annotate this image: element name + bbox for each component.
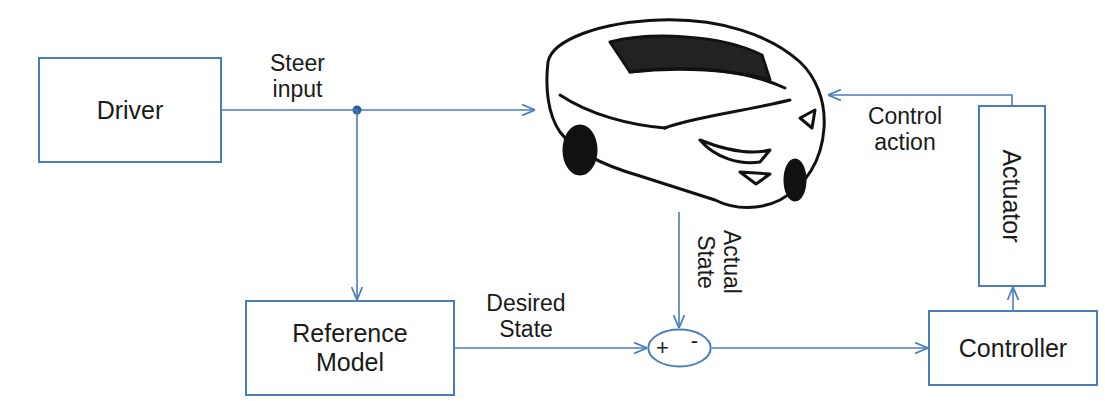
signal-label: Control action [845,103,965,156]
signal-arrow [455,347,647,349]
process-box: Reference Model [245,300,455,396]
car-body [547,20,824,208]
signal-label: Steer input [250,50,345,103]
signal-line [678,212,680,328]
car-fender-line [665,100,790,128]
car-side-line [560,95,665,128]
junction-sign: + [656,335,669,360]
car-emblem [740,172,770,184]
signal-label: Desired State [476,290,576,343]
signal-line [357,109,535,111]
signal-arrow [712,347,928,349]
summing-junction: +- [647,328,712,368]
car-windshield [610,36,770,80]
box-label: Controller [959,334,1067,363]
process-box: Controller [928,310,1098,386]
box-label: Actuator [998,149,1027,242]
car-hood-line [630,69,785,88]
signal-arrow [1012,287,1014,310]
signal-arrow [222,110,357,300]
process-box: Driver [38,57,222,163]
junction-sign: - [691,328,698,353]
car-headlight [800,110,815,128]
car-headlight [700,140,770,163]
box-label: Driver [97,96,164,125]
actuator-box: Actuator [978,105,1046,287]
signal-label: Actual State [692,222,745,302]
car-wheel [785,160,805,200]
box-label: Reference Model [285,319,415,377]
car-wheel [564,126,596,174]
